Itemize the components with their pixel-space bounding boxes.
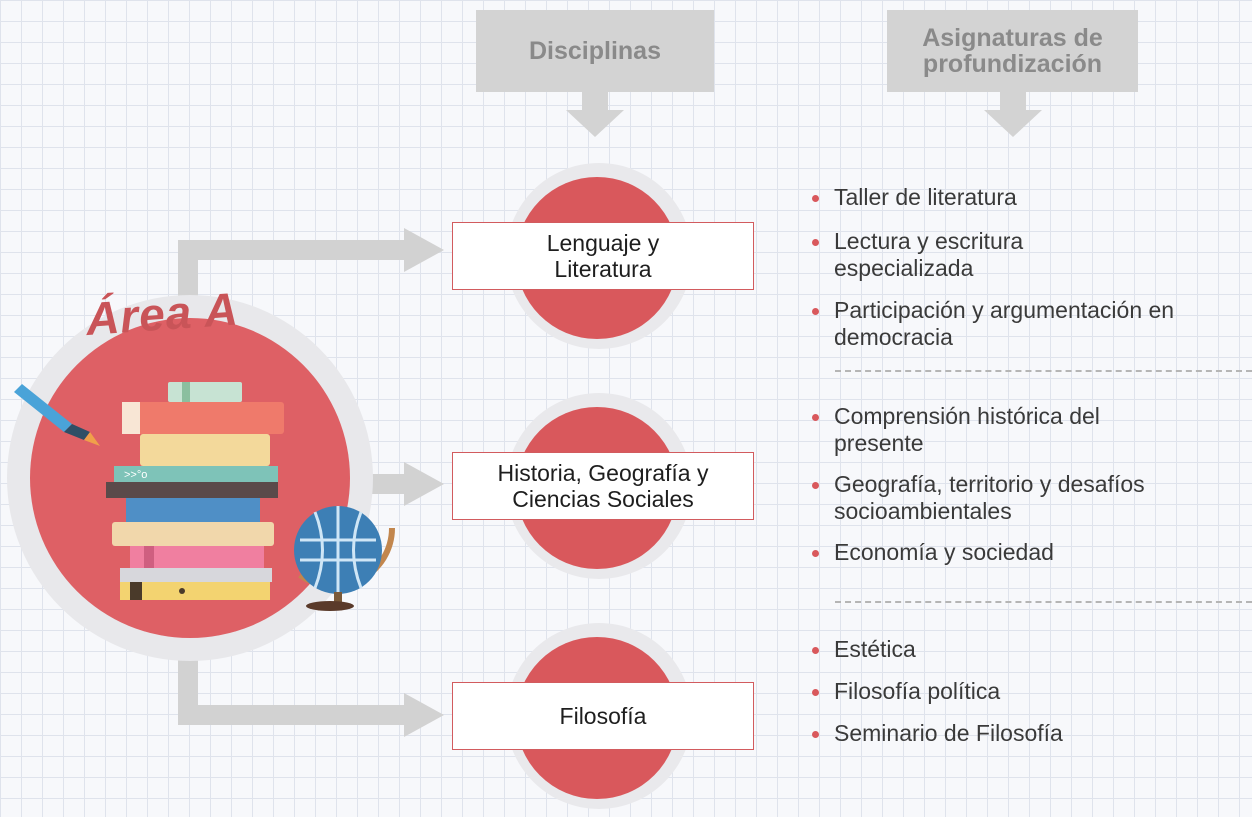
arrow-to-lenguaje xyxy=(178,228,444,302)
bullet-icon xyxy=(812,195,819,202)
subject-list-lenguaje: Taller de literatura Lectura y escritura… xyxy=(812,184,1242,351)
list-item: Lectura y escritura especializada xyxy=(812,228,1242,282)
subject-list-filosofia: Estética Filosofía política Seminario de… xyxy=(812,636,1242,762)
books-stack-icon: >>°o xyxy=(106,382,284,600)
asignaturas-header: Asignaturas de profundización xyxy=(887,10,1138,92)
discipline-box-lenguaje: Lenguaje y Literatura xyxy=(452,222,754,290)
bullet-icon xyxy=(812,414,819,421)
discipline-label: Historia, Geografía y Ciencias Sociales xyxy=(497,460,709,512)
bullet-icon xyxy=(812,550,819,557)
bullet-icon xyxy=(812,239,819,246)
bullet-icon xyxy=(812,647,819,654)
discipline-label: Lenguaje y Literatura xyxy=(546,230,660,282)
section-divider xyxy=(835,601,1252,603)
bullet-icon xyxy=(812,308,819,315)
bullet-icon xyxy=(812,731,819,738)
discipline-box-filosofia: Filosofía xyxy=(452,682,754,750)
list-item: Filosofía política xyxy=(812,678,1242,705)
svg-text:>>°o: >>°o xyxy=(124,469,147,481)
list-item: Estética xyxy=(812,636,1242,663)
subject-label: Seminario de Filosofía xyxy=(834,720,1063,746)
section-divider xyxy=(835,370,1252,372)
list-item: Geografía, territorio y desafíos socioam… xyxy=(812,471,1242,525)
disciplinas-down-arrow xyxy=(566,92,624,137)
list-item: Comprensión histórica del presente xyxy=(812,403,1242,457)
subject-list-historia: Comprensión histórica del presente Geogr… xyxy=(812,403,1242,566)
globe-icon xyxy=(294,506,395,611)
list-item: Seminario de Filosofía xyxy=(812,720,1242,747)
subject-label: Comprensión histórica del presente xyxy=(834,403,1100,456)
list-item: Taller de literatura xyxy=(812,184,1242,211)
subject-label: Participación y argumentación en democra… xyxy=(834,297,1175,350)
discipline-box-historia: Historia, Geografía y Ciencias Sociales xyxy=(452,452,754,520)
list-item: Participación y argumentación en democra… xyxy=(812,297,1242,351)
subject-label: Estética xyxy=(834,636,916,662)
discipline-label: Filosofía xyxy=(559,703,647,729)
list-item: Economía y sociedad xyxy=(812,539,1242,566)
subject-label: Lectura y escritura especializada xyxy=(834,228,1024,281)
pen-nib-icon xyxy=(14,384,100,446)
subject-label: Economía y sociedad xyxy=(834,539,1054,565)
subject-label: Geografía, territorio y desafíos socioam… xyxy=(834,471,1145,524)
asignaturas-down-arrow xyxy=(984,92,1042,137)
subject-label: Taller de literatura xyxy=(834,184,1017,210)
bullet-icon xyxy=(812,482,819,489)
subject-label: Filosofía política xyxy=(834,678,1001,704)
bullet-icon xyxy=(812,689,819,696)
disciplinas-header: Disciplinas xyxy=(476,10,714,92)
